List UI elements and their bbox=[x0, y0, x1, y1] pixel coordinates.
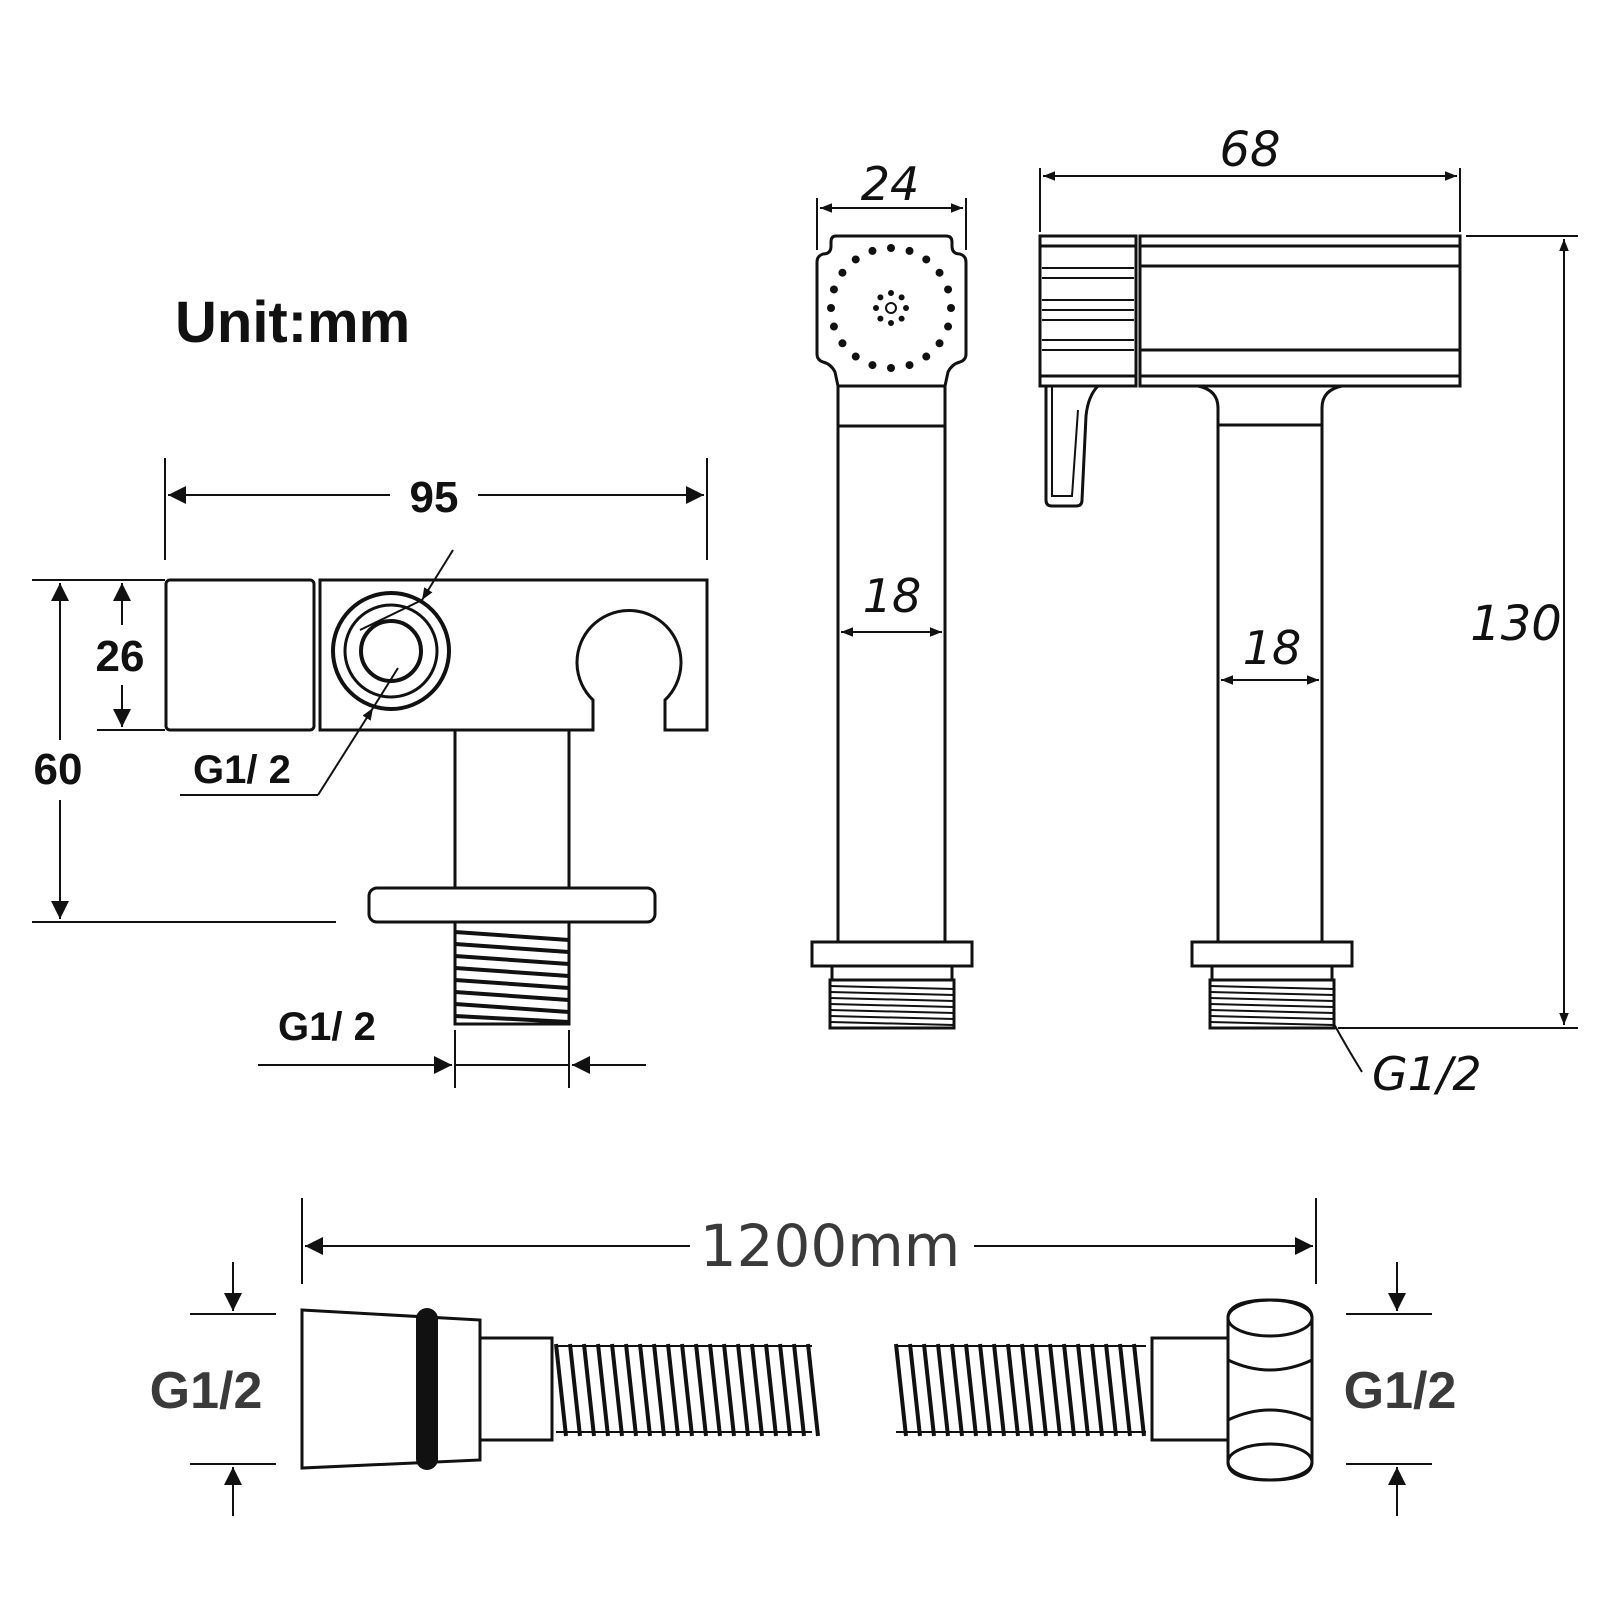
hose-rib bbox=[708, 1343, 722, 1437]
hose-drawing: 1200mm G1/2 G1/2 bbox=[150, 1198, 1457, 1516]
hose-rib bbox=[1048, 1343, 1062, 1437]
spray-center bbox=[885, 302, 897, 314]
side-total-height-label: 130 bbox=[1470, 596, 1562, 652]
spray-hole bbox=[868, 246, 877, 255]
front-stem-width-label: 18 bbox=[863, 569, 922, 623]
spray-hole bbox=[898, 294, 905, 301]
hose-rib bbox=[778, 1343, 792, 1437]
spray-hole bbox=[905, 246, 914, 255]
holder-height-total-label: 60 bbox=[34, 745, 83, 794]
spray-hole bbox=[851, 352, 860, 361]
spray-hole bbox=[873, 305, 879, 311]
spray-hole bbox=[851, 255, 860, 264]
hose-left-thread-label: G1/2 bbox=[150, 1362, 263, 1420]
spray-hole bbox=[888, 290, 894, 296]
hose-rib bbox=[908, 1343, 922, 1437]
spray-hole bbox=[903, 305, 909, 311]
hose-length-label: 1200mm bbox=[700, 1212, 961, 1280]
spray-hole bbox=[947, 304, 955, 312]
hose-rib bbox=[806, 1343, 820, 1437]
unit-label: Unit:mm bbox=[175, 290, 410, 355]
front-head-width-label: 24 bbox=[861, 157, 920, 211]
sprayer-side-drawing: 68 18 bbox=[1038, 122, 1578, 1101]
hose-rib bbox=[1118, 1343, 1132, 1437]
hose-rib bbox=[1034, 1343, 1048, 1437]
hose-rib bbox=[582, 1343, 596, 1437]
front-thread-lines bbox=[829, 985, 955, 1026]
hose-rib bbox=[978, 1343, 992, 1437]
hose-right-thread-label: G1/2 bbox=[1344, 1362, 1457, 1420]
hose-rib bbox=[764, 1343, 778, 1437]
hose-rib bbox=[722, 1343, 736, 1437]
hose-rib bbox=[680, 1343, 694, 1437]
hose-rib bbox=[894, 1343, 908, 1437]
hose-rib bbox=[792, 1343, 806, 1437]
holder-height-bracket-label: 26 bbox=[96, 632, 145, 681]
spray-hole bbox=[888, 320, 894, 326]
hose-rib bbox=[964, 1343, 978, 1437]
holder-outlet-thread-label: G1/ 2 bbox=[278, 1005, 376, 1049]
hose-rib bbox=[638, 1343, 652, 1437]
hose-rib bbox=[736, 1343, 750, 1437]
hose-rib bbox=[950, 1343, 964, 1437]
hose-rib bbox=[922, 1343, 936, 1437]
spray-hole bbox=[905, 361, 914, 370]
hose-rib bbox=[694, 1343, 708, 1437]
hose-rib bbox=[652, 1343, 666, 1437]
spray-hole bbox=[935, 339, 944, 348]
holder-drawing: 95 G1/ 2 bbox=[32, 458, 709, 1088]
spray-hole bbox=[922, 352, 931, 361]
hose-rib bbox=[1076, 1343, 1090, 1437]
spray-hole bbox=[922, 255, 931, 264]
hose-rib bbox=[1132, 1343, 1146, 1437]
spray-hole bbox=[829, 285, 838, 294]
hose-rib bbox=[1062, 1343, 1076, 1437]
hose-rib bbox=[992, 1343, 1006, 1437]
hose-rib bbox=[666, 1343, 680, 1437]
spray-hole bbox=[838, 339, 847, 348]
holder-inlet-thread-label: G1/ 2 bbox=[193, 748, 291, 792]
hose-rib bbox=[610, 1343, 624, 1437]
spray-hole bbox=[944, 285, 953, 294]
spray-hole bbox=[887, 244, 895, 252]
hose-rib bbox=[596, 1343, 610, 1437]
hose-rib bbox=[1020, 1343, 1034, 1437]
side-thread-lines bbox=[1209, 985, 1335, 1026]
side-body-length-label: 68 bbox=[1219, 122, 1280, 178]
spray-hole bbox=[887, 364, 895, 372]
spray-nozzle-icon bbox=[827, 244, 955, 372]
spray-hole bbox=[868, 361, 877, 370]
spray-hole bbox=[898, 315, 905, 322]
hose-rib bbox=[1090, 1343, 1104, 1437]
holder-thread-lines bbox=[454, 930, 570, 1024]
hose-rib bbox=[936, 1343, 950, 1437]
spray-hole bbox=[877, 315, 884, 322]
hose-rib bbox=[750, 1343, 764, 1437]
spray-hole bbox=[838, 268, 847, 277]
spray-hole bbox=[829, 322, 838, 331]
side-stem-width-label: 18 bbox=[1243, 621, 1302, 675]
holder-width-label: 95 bbox=[410, 473, 459, 522]
hose-rib bbox=[1104, 1343, 1118, 1437]
hose-rib bbox=[1006, 1343, 1020, 1437]
spray-hole bbox=[944, 322, 953, 331]
grip-ridges bbox=[1042, 267, 1134, 351]
side-thread-label: G1/2 bbox=[1372, 1047, 1482, 1101]
spray-hole bbox=[877, 294, 884, 301]
spray-hole bbox=[935, 268, 944, 277]
hose-left-section bbox=[554, 1343, 820, 1437]
sprayer-front-drawing: 24 18 bbox=[810, 157, 974, 1030]
spray-hole bbox=[827, 304, 835, 312]
hose-rib bbox=[554, 1343, 568, 1437]
hose-rib bbox=[568, 1343, 582, 1437]
hose-right-section bbox=[894, 1343, 1146, 1437]
hose-rib bbox=[624, 1343, 638, 1437]
